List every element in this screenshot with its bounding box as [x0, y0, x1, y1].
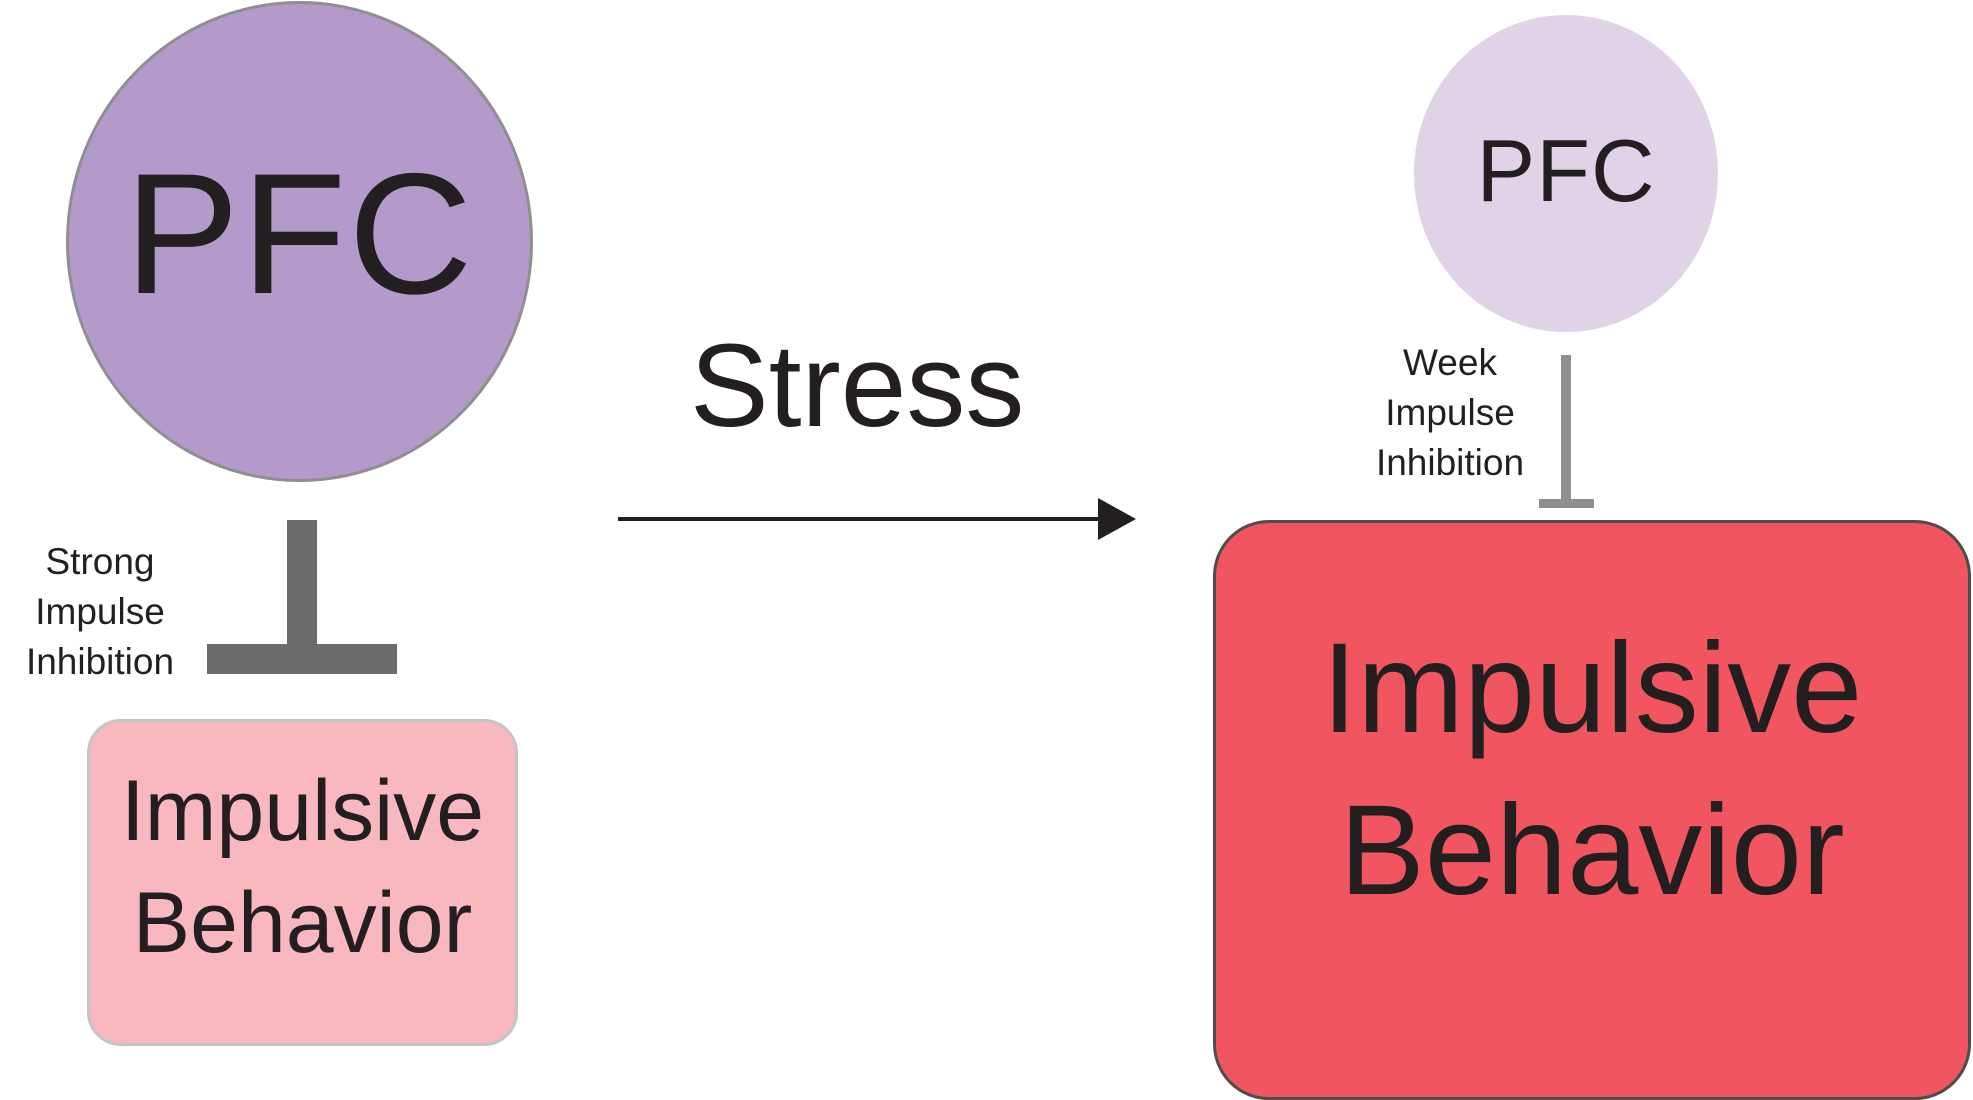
inhibition-connector-weak-bar	[1539, 499, 1594, 508]
weak-inhibition-label-line: Week	[1403, 342, 1497, 383]
inhibition-connector-weak-stem	[1561, 355, 1571, 503]
weak-inhibition-label-line: Impulse	[1385, 392, 1515, 433]
strong-inhibition-label-line: Impulse	[35, 591, 165, 632]
behavior-strong-label-line: Behavior	[1339, 779, 1845, 922]
inhibition-connector-strong-bar	[207, 644, 397, 674]
stress-label: Stress	[690, 320, 1025, 452]
weak-inhibition-label: Week Impulse Inhibition	[1352, 338, 1548, 488]
pfc-weak-label: PFC	[1476, 120, 1656, 220]
behavior-mild-label-line: Behavior	[132, 875, 473, 971]
impulsive-behavior-mild-label: Impulsive Behavior	[87, 755, 518, 979]
strong-inhibition-label: Strong Impulse Inhibition	[8, 537, 192, 687]
impulsive-behavior-strong-label: Impulsive Behavior	[1213, 608, 1971, 932]
pfc-node-strong: PFC	[66, 1, 533, 482]
strong-inhibition-label-line: Strong	[45, 541, 155, 582]
pfc-node-weak: PFC	[1414, 15, 1718, 332]
stress-arrow-head-icon	[1098, 498, 1136, 540]
inhibition-connector-strong-stem	[287, 520, 317, 646]
stress-arrow-line	[618, 517, 1108, 521]
strong-inhibition-label-line: Inhibition	[25, 641, 175, 682]
behavior-strong-label-line: Impulsive	[1321, 617, 1863, 760]
pfc-strong-label: PFC	[124, 137, 475, 330]
behavior-mild-label-line: Impulsive	[120, 763, 485, 859]
impulsive-behavior-node-strong	[1213, 520, 1971, 1100]
impulsive-behavior-node-mild	[87, 719, 518, 1046]
weak-inhibition-label-line: Inhibition	[1375, 442, 1525, 483]
